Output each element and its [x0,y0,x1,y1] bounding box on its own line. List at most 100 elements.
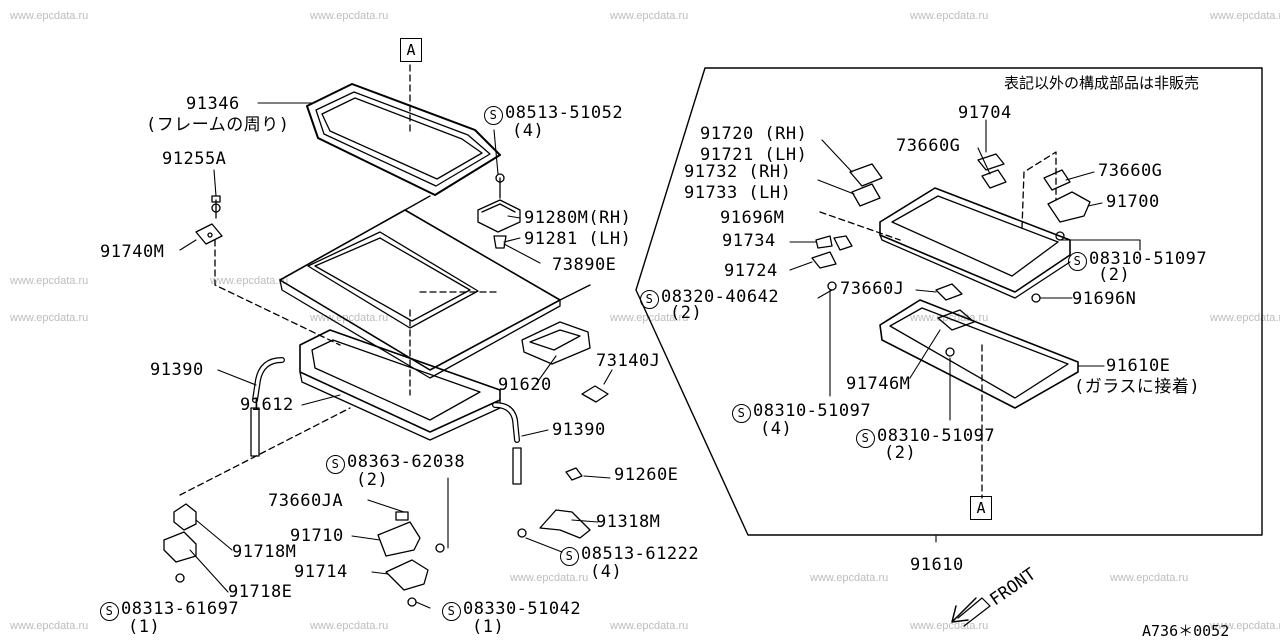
glass-assembly [879,187,1071,299]
part-label: 91732 (RH) [684,162,792,182]
part-label: 91724 [724,261,778,281]
part-label: 91704 [958,103,1012,123]
plate-91732 [851,183,881,207]
part-label: (4) [590,562,623,582]
watermark: www.epcdata.ru [310,312,389,324]
tape-73140J [581,385,609,403]
bracket-91620 [521,321,591,365]
watermark: www.epcdata.ru [810,572,889,584]
bracket-91280M [477,173,521,249]
diagram-code: A736＊0052 [1142,622,1230,640]
watermark: www.epcdata.ru [10,10,89,22]
watermark: www.epcdata.ru [510,572,589,584]
glass-91610E [879,299,1079,409]
watermark: www.epcdata.ru [610,10,689,22]
part-label: 73660J [840,279,905,299]
part-label: 91700 [1106,192,1160,212]
part-label: (4) [760,419,793,439]
part-label: 91318M [596,512,661,532]
watermark: www.epcdata.ru [610,620,689,632]
part-label: 73660JA [268,491,344,511]
bracket-91704 [977,153,1005,171]
watermark: www.epcdata.ru [10,620,89,632]
watermark: www.epcdata.ru [1210,620,1280,632]
part-label: 91740M [100,242,165,262]
part-label: 91696N [1072,289,1137,309]
hinge-91700 [1047,191,1091,223]
part-label: 73660G [896,136,961,156]
watermark: www.epcdata.ru [1210,10,1280,22]
reference-box-a: A [970,496,992,520]
part-label: 91346 [186,94,240,114]
part-label: 73660G [1098,161,1163,181]
part-label: 91714 [294,562,348,582]
frame-91612 [299,329,501,441]
bracket-91718M [173,503,197,531]
assembly-outline [635,67,1263,536]
part-label: (2) [1098,265,1131,285]
part-label: 91390 [552,420,606,440]
part-label: (2) [670,303,703,323]
part-label: 91696M [720,208,785,228]
part-label: 91721 (LH) [700,145,808,165]
drain-hose-left [250,357,285,457]
part-label: 73890E [552,255,617,275]
part-label: 91734 [722,231,776,251]
bracket-91718E [163,531,197,583]
part-label: 91281 (LH) [524,229,632,249]
drain-hose-right [492,402,522,485]
part-label: (ガラスに接着) [1074,377,1201,397]
part-label: 91718E [228,582,293,602]
part-label: 91720 (RH) [700,124,808,144]
plate-73660G [981,169,1007,189]
part-label: 91280M(RH) [524,208,632,228]
part-label: 73140J [596,351,661,371]
part-label: 91610 [910,555,964,575]
part-label: 91610E [1106,356,1171,376]
front-label: FRONT [986,564,1039,610]
part-label: (フレームの周り) [146,115,290,135]
watermark: www.epcdata.ru [310,10,389,22]
part-label: (1) [128,617,161,637]
part-label: (1) [472,617,505,637]
weatherstrip-91346 [306,83,501,196]
part-label: 91710 [290,526,344,546]
part-label: 91390 [150,360,204,380]
watermark: www.epcdata.ru [10,275,89,287]
handle-91714 [385,559,429,607]
watermark: www.epcdata.ru [910,10,989,22]
part-label: 91746M [846,374,911,394]
part-label: 91620 [498,375,552,395]
leaders [179,102,1141,609]
bracket-91318M [517,509,591,539]
watermark: www.epcdata.ru [10,312,89,324]
clip-91260E [565,467,583,481]
part-label: 91718M [232,542,297,562]
part-label: 91255A [162,149,227,169]
watermark: www.epcdata.ru [310,620,389,632]
watermark: www.epcdata.ru [1110,572,1189,584]
part-label: 91612 [240,395,294,415]
part-label: (2) [884,443,917,463]
part-label: (2) [356,470,389,490]
front-arrow-icon [951,597,991,627]
watermark: www.epcdata.ru [210,275,289,287]
part-label: 91733 (LH) [684,183,792,203]
plate-91720 [849,163,883,187]
note-text: 表記以外の構成部品は非販売 [1004,74,1200,92]
part-label: (4) [512,121,545,141]
part-label: 91260E [614,465,679,485]
roof-panel [279,195,591,379]
bracket-91740M [195,223,223,245]
